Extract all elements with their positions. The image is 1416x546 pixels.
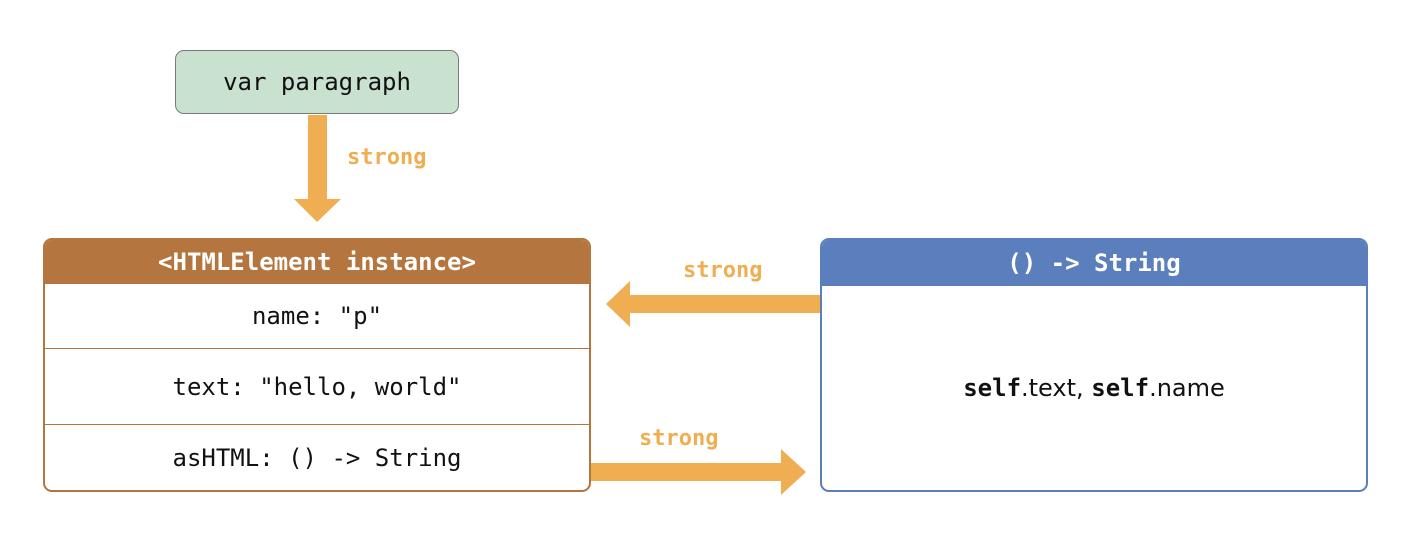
arrow-label-instance-to-closure: strong bbox=[639, 426, 719, 451]
self-keyword-2: self bbox=[1091, 374, 1150, 402]
property-name: name: "p" bbox=[251, 302, 383, 330]
arrow-label-closure-to-instance: strong bbox=[683, 258, 763, 283]
arrow-instance-to-closure bbox=[591, 449, 806, 495]
property-ashtml: asHTML: () -> String bbox=[45, 424, 589, 490]
closure-body: self.text, self.name bbox=[822, 286, 1366, 490]
variable-label: var paragraph bbox=[223, 68, 411, 96]
arrow-label-variable-to-instance: strong bbox=[347, 145, 427, 170]
htmlelement-instance-box: <HTMLElement instance> name: "p" text: "… bbox=[43, 238, 591, 492]
closure-title: () -> String bbox=[822, 240, 1366, 286]
closure-capture-name: .name bbox=[1149, 374, 1225, 402]
variable-paragraph-box: var paragraph bbox=[175, 50, 459, 114]
property-text: text: "hello, world" bbox=[45, 348, 589, 424]
closure-box: () -> String self.text, self.name bbox=[820, 238, 1368, 492]
self-keyword-1: self bbox=[963, 374, 1022, 402]
arrow-closure-to-instance bbox=[606, 281, 820, 327]
instance-title: <HTMLElement instance> bbox=[45, 240, 589, 284]
arrow-variable-to-instance bbox=[294, 115, 341, 222]
closure-capture-text: .text, bbox=[1021, 374, 1092, 402]
